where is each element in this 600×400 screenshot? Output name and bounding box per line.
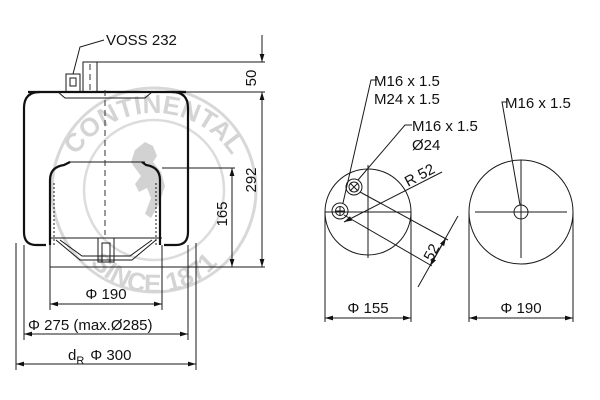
voss-label: VOSS 232 [106,32,177,49]
dim-top-height: 50 [243,70,260,87]
m16-center-hole [513,204,529,220]
watermark-top-text: CONTINENTAL [57,89,251,159]
dim-bellow-diameter: Φ 275 (max.Ø285) [28,317,153,334]
callout-2-line2: Ø24 [412,137,440,154]
dim-total-height: 292 [243,167,260,192]
dim-piston-diameter: Φ 190 [85,286,126,303]
callout-1-line1: M16 x 1.5 [374,73,440,90]
callout-2-line1: M16 x 1.5 [412,118,478,135]
dim-offset: 52 [421,241,444,264]
bottom-plate-view: M16 x 1.5 Φ 190 [468,95,574,322]
bellow-outline-right [164,90,190,247]
callout-bottom: M16 x 1.5 [505,95,571,112]
callout-1-line2: M24 x 1.5 [374,91,440,108]
voss-connector [65,73,81,93]
dim-radius: R 52 [402,161,438,191]
m16-hole-upper [345,178,363,196]
dim-bottom-plate-diameter: Φ 190 [500,300,541,317]
bellow-outline-left [22,90,46,247]
dim-piston-height: 165 [214,201,231,226]
dim-top-plate-diameter: Φ 155 [347,300,388,317]
m16-hole-lower [331,202,349,220]
piston-outline [48,161,162,245]
side-view: VOSS 232 [22,32,190,268]
top-plate-view: M16 x 1.5 M24 x 1.5 M16 x 1.5 Ø24 R 52 5… [324,73,478,322]
